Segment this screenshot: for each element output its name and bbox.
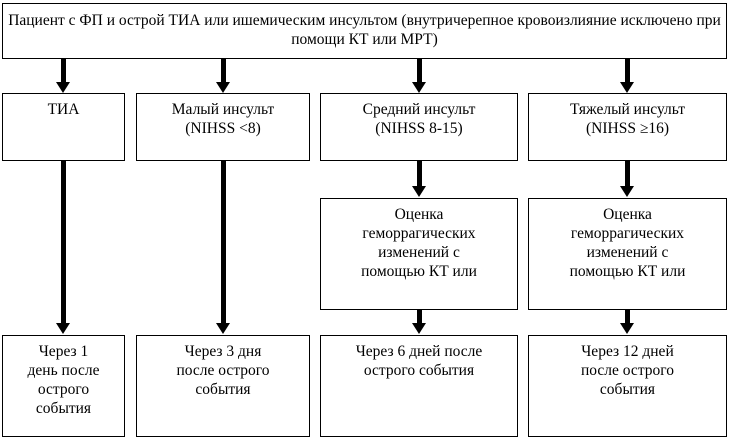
node-timing-severe: Через 12 дней после острого события <box>528 335 727 437</box>
node-hemorrhage-eval-moderate-label: Оценка геморрагических изменений с помощ… <box>361 206 477 280</box>
arrow-head <box>216 82 230 93</box>
node-tia-label: ТИА <box>47 101 80 118</box>
node-timing-minor-label: Через 3 дня после острого события <box>176 343 270 398</box>
node-tia: ТИА <box>2 93 125 161</box>
node-timing-tia: Через 1 день после острого события <box>2 335 125 437</box>
arrow-head <box>620 186 634 197</box>
arrow-shaft <box>60 161 66 324</box>
arrow-shaft <box>416 161 422 187</box>
node-moderate-stroke: Средний инсульт (NIHSS 8-15) <box>320 93 518 161</box>
node-root-label: Пациент с ФП и острой ТИА или ишемически… <box>8 12 721 48</box>
arrow-shaft <box>60 59 66 83</box>
node-root: Пациент с ФП и острой ТИА или ишемически… <box>2 3 727 59</box>
node-moderate-stroke-label: Средний инсульт (NIHSS 8-15) <box>362 101 476 137</box>
arrow-shaft <box>624 310 630 325</box>
arrow-shaft <box>624 161 630 187</box>
arrow-head <box>216 323 230 334</box>
node-timing-minor: Через 3 дня после острого события <box>136 335 310 437</box>
arrow-shaft <box>220 59 226 83</box>
node-hemorrhage-eval-moderate: Оценка геморрагических изменений с помощ… <box>320 198 518 310</box>
node-timing-moderate-label: Через 6 дней после острого события <box>355 343 483 379</box>
node-timing-tia-label: Через 1 день после острого события <box>27 343 100 417</box>
arrow-head <box>412 323 426 334</box>
arrow-head <box>56 82 70 93</box>
arrow-head <box>412 186 426 197</box>
arrow-shaft <box>416 59 422 83</box>
node-severe-stroke: Тяжелый инсульт (NIHSS ≥16) <box>528 93 727 161</box>
arrow-shaft <box>624 59 630 83</box>
node-minor-stroke: Малый инсульт (NIHSS <8) <box>136 93 310 161</box>
node-timing-severe-label: Через 12 дней после острого события <box>581 343 674 398</box>
node-timing-moderate: Через 6 дней после острого события <box>320 335 518 437</box>
arrow-head <box>56 323 70 334</box>
arrow-head <box>620 82 634 93</box>
node-minor-stroke-label: Малый инсульт (NIHSS <8) <box>171 101 275 137</box>
arrow-head <box>412 82 426 93</box>
arrow-head <box>620 323 634 334</box>
arrow-shaft <box>416 310 422 325</box>
node-severe-stroke-label: Тяжелый инсульт (NIHSS ≥16) <box>569 101 686 137</box>
arrow-shaft <box>220 161 226 324</box>
node-hemorrhage-eval-severe: Оценка геморрагических изменений с помощ… <box>528 198 727 310</box>
node-hemorrhage-eval-severe-label: Оценка геморрагических изменений с помощ… <box>569 206 686 280</box>
